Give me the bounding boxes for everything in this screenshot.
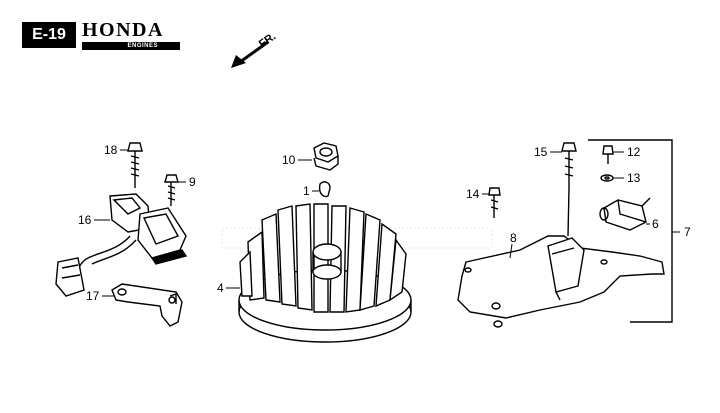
- bolt-14: [488, 187, 501, 218]
- callout-14: 14: [466, 187, 480, 201]
- brand-name: HONDA: [82, 19, 164, 41]
- switch-6: [599, 197, 651, 231]
- callout-10: 10: [282, 153, 296, 167]
- honda-logo: HONDA ENGINES: [82, 20, 180, 50]
- page-code-badge: E-19: [22, 22, 76, 48]
- callout-9: 9: [189, 175, 196, 189]
- callout-12: 12: [627, 145, 641, 159]
- bolt-15: [561, 142, 577, 188]
- callout-6: 6: [652, 217, 659, 231]
- callout-8: 8: [510, 231, 517, 245]
- screw-12: [602, 145, 614, 164]
- bolt-9: [164, 174, 179, 206]
- callout-4: 4: [217, 281, 224, 295]
- bracket-assembly: [457, 139, 673, 328]
- callout-18: 18: [104, 143, 118, 157]
- coil-bracket-17: [111, 283, 183, 327]
- washer-13: [600, 174, 614, 182]
- callout-16: 16: [78, 213, 92, 227]
- brand-subtitle: ENGINES: [82, 42, 180, 50]
- callout-1: 1: [303, 184, 310, 198]
- callout-13: 13: [627, 171, 641, 185]
- callout-15: 15: [534, 145, 548, 159]
- ignition-coil-assembly: [55, 142, 188, 297]
- callout-17: 17: [86, 289, 100, 303]
- flange-nut-10: [313, 142, 339, 171]
- flywheel-assembly: [238, 142, 412, 343]
- leader-lines: [94, 149, 680, 297]
- bolt-18: [127, 142, 143, 188]
- front-direction-arrow: FR.: [231, 30, 278, 68]
- callout-7: 7: [684, 225, 691, 239]
- flywheel-key-1: [318, 181, 331, 198]
